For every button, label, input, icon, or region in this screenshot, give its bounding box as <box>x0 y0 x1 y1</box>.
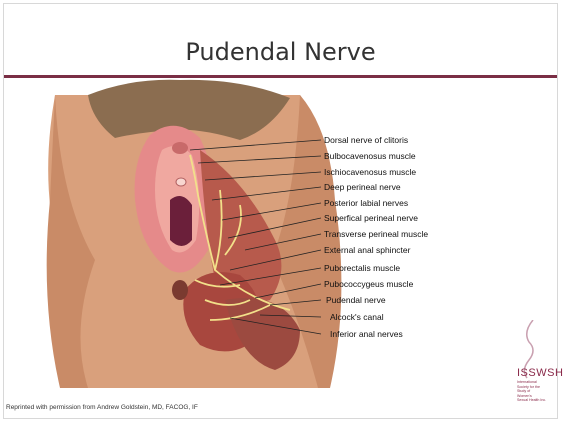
urethra <box>176 178 186 186</box>
image-credit: Reprinted with permission from Andrew Go… <box>6 404 198 411</box>
vaginal-opening <box>170 196 192 246</box>
label-pubococcygeus-muscle: Pubococcygeus muscle <box>324 279 413 289</box>
label-puborectalis-muscle: Puborectalis muscle <box>324 263 400 273</box>
clitoris <box>172 142 188 154</box>
label-posterior-labial-nerves: Posterior labial nerves <box>324 198 408 208</box>
logo-name: ISSWSH <box>517 367 563 379</box>
label-transverse-perineal-muscle: Transverse perineal muscle <box>324 229 428 239</box>
logo-tagline: International Society for the Study of W… <box>517 380 557 403</box>
label-alcocks-canal: Alcock's canal <box>330 312 384 322</box>
label-dorsal-nerve-of-clitoris: Dorsal nerve of clitoris <box>324 135 408 145</box>
label-superfical-perineal-nerve: Superfical perineal nerve <box>324 213 418 223</box>
label-deep-perineal-nerve: Deep perineal nerve <box>324 182 401 192</box>
label-pudendal-nerve: Pudendal nerve <box>326 295 386 305</box>
logo-tagline-line: Sexual Health Inc. <box>517 398 557 403</box>
label-bulbocavenosus-muscle: Bulbocavenosus muscle <box>324 151 416 161</box>
label-inferior-anal-nerves: Inferior anal nerves <box>330 329 403 339</box>
anus <box>172 280 188 300</box>
label-external-anal-sphincter: External anal sphincter <box>324 245 410 255</box>
label-ischiocavenosus-muscle: Ischiocavenosus muscle <box>324 167 416 177</box>
